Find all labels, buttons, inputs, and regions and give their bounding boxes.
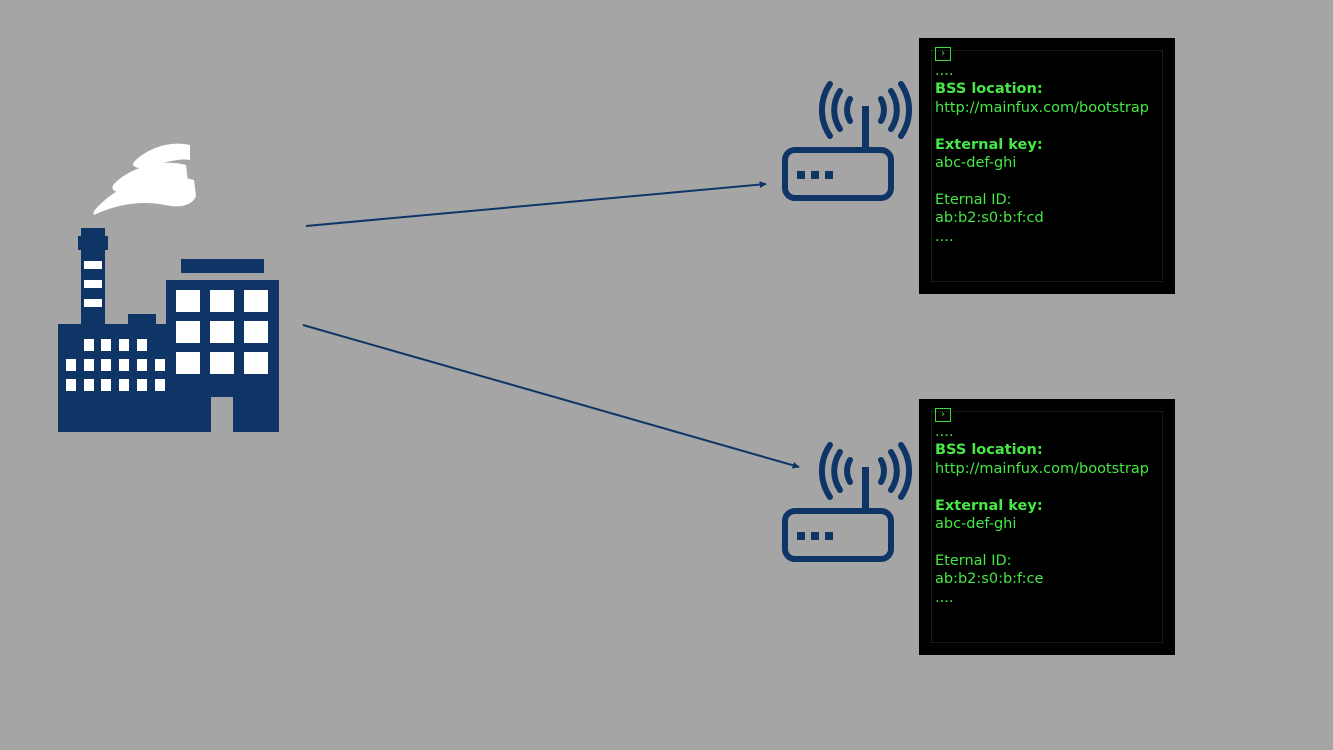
terminal-prompt-icon: › (935, 408, 951, 422)
blank-line (935, 117, 1171, 135)
external-key-value: abc-def-ghi (935, 516, 1017, 533)
external-id-value: ab:b2:s0:b:f:cd (935, 210, 1044, 227)
terminal-frame (931, 50, 1163, 282)
external-key-label: External key: (935, 136, 1043, 153)
terminal-output: .... BSS location: http://mainfux.com/bo… (935, 423, 1171, 607)
bss-location-value: http://mainfux.com/bootstrap (935, 99, 1149, 116)
external-id-label: Eternal ID: (935, 552, 1012, 569)
terminal-prompt-icon: › (935, 47, 951, 61)
wifi-router-icon (782, 442, 913, 562)
bss-location-value: http://mainfux.com/bootstrap (935, 460, 1149, 477)
blank-line (935, 533, 1171, 551)
factory-icon (58, 143, 279, 432)
terminal-window-device-2: › .... BSS location: http://mainfux.com/… (919, 399, 1175, 655)
terminal-line: .... (935, 228, 954, 245)
external-key-label: External key: (935, 497, 1043, 514)
arrow-to-router-1 (305, 181, 767, 227)
external-key-value: abc-def-ghi (935, 155, 1017, 172)
bss-location-label: BSS location: (935, 81, 1043, 98)
external-id-value: ab:b2:s0:b:f:ce (935, 571, 1044, 588)
arrow-to-router-2 (302, 324, 800, 469)
blank-line (935, 172, 1171, 190)
wifi-router-icon (782, 81, 913, 201)
terminal-window-device-1: › .... BSS location: http://mainfux.com/… (919, 38, 1175, 294)
terminal-line: .... (935, 63, 954, 79)
external-id-label: Eternal ID: (935, 191, 1012, 208)
terminal-output: .... BSS location: http://mainfux.com/bo… (935, 62, 1171, 246)
blank-line (935, 478, 1171, 496)
smoke-icon (93, 143, 196, 215)
terminal-line: .... (935, 589, 954, 606)
terminal-line: .... (935, 424, 954, 440)
terminal-frame (931, 411, 1163, 643)
bss-location-label: BSS location: (935, 442, 1043, 459)
